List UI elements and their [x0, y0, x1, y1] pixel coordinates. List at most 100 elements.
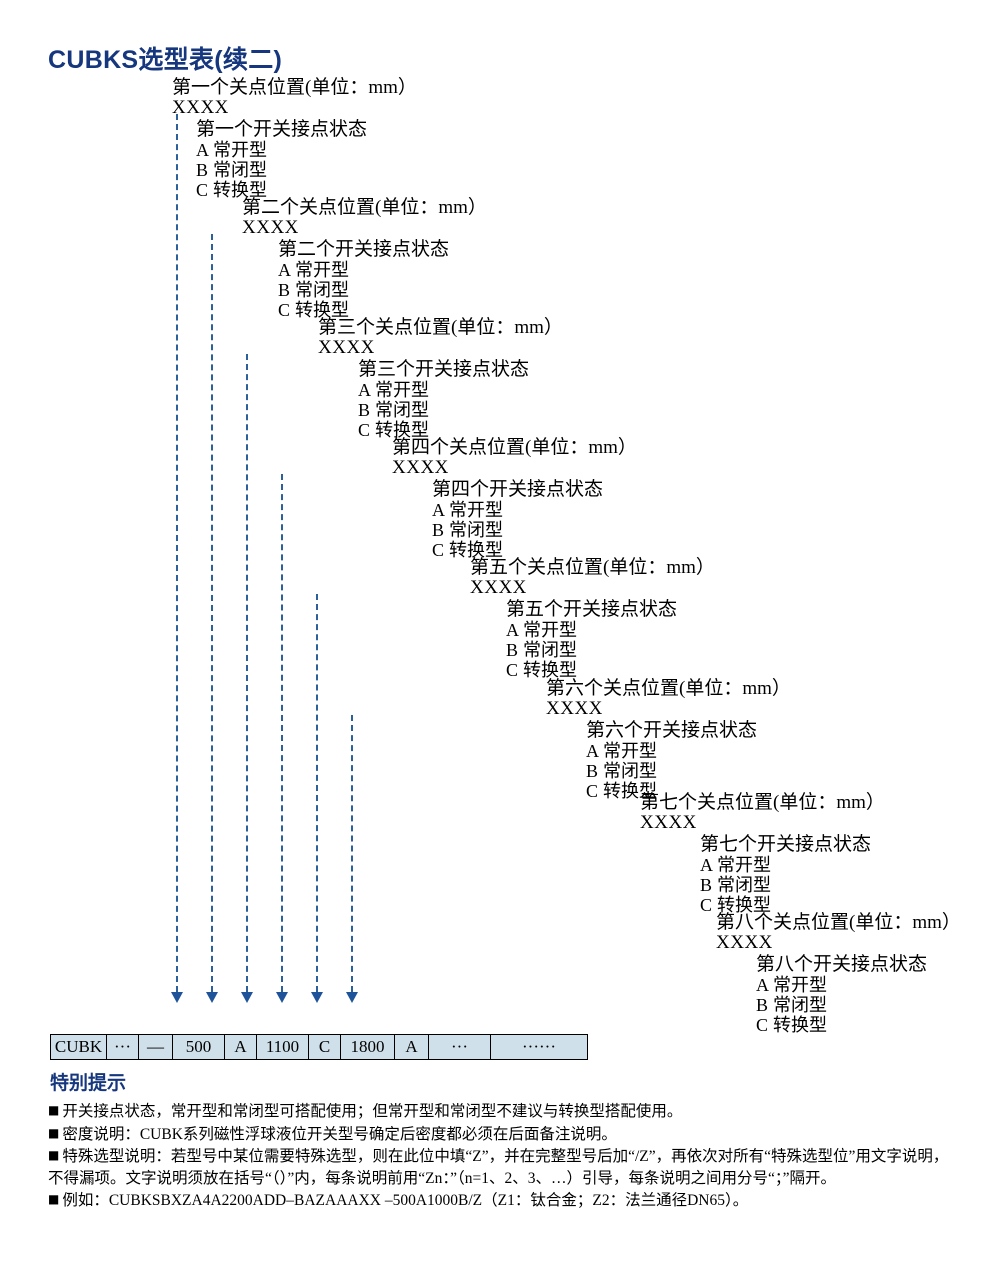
- tree-position-placeholder: XXXX: [392, 457, 449, 478]
- tree-option-code: A: [756, 975, 769, 995]
- page-title: CUBKS选型表(续二): [48, 46, 283, 74]
- tree-connector-arrow: [171, 992, 183, 1003]
- tree-option-code: B: [700, 875, 713, 895]
- code-table-cell: CUBK: [51, 1035, 107, 1059]
- tree-option-label: 常闭型: [449, 520, 503, 540]
- tree-position-placeholder: XXXX: [716, 932, 773, 953]
- tree-position-placeholder: XXXX: [242, 217, 299, 238]
- tree-option-code: A: [278, 260, 291, 280]
- tree-state-label: 第三个开关接点状态: [358, 359, 530, 380]
- tree-option-code: A: [196, 140, 209, 160]
- tree-position-placeholder: XXXX: [470, 577, 527, 598]
- tree-option-code: B: [278, 280, 291, 300]
- note-text: 开关接点状态，常开型和常闭型可搭配使用；但常开型和常闭型不建议与转换型搭配使用。: [62, 1103, 683, 1120]
- code-table-cell: ···: [107, 1035, 139, 1059]
- tree-option-label: 常开型: [295, 260, 349, 280]
- tree-position-label: 第五个关点位置(单位：mm）: [470, 557, 715, 578]
- tree-position-placeholder: XXXX: [640, 812, 697, 833]
- code-table-cell: ······: [491, 1035, 587, 1059]
- tree-state-label: 第一个开关接点状态: [196, 119, 368, 140]
- tree-connector-arrow: [206, 992, 218, 1003]
- tree-option-label: 常开型: [773, 975, 827, 995]
- tree-option-label: 常闭型: [213, 160, 267, 180]
- tree-option-label: 常开型: [375, 380, 429, 400]
- tree-connector-line: [246, 354, 248, 992]
- tree-option-code: C: [196, 180, 209, 200]
- tree-connector-arrow: [346, 992, 358, 1003]
- tree-option-label: 常闭型: [603, 761, 657, 781]
- tree-option-label: 转换型: [295, 300, 349, 320]
- tree-connector-line: [176, 114, 178, 992]
- note-item: ■密度说明：CUBK系列磁性浮球液位开关型号确定后密度都必须在后面备注说明。: [48, 1123, 960, 1146]
- tree-position-label: 第一个关点位置(单位：mm）: [172, 77, 417, 98]
- tree-state-label: 第八个开关接点状态: [756, 954, 928, 975]
- tree-option-code: B: [586, 761, 599, 781]
- code-table-cell: A: [395, 1035, 429, 1059]
- tree-option-code: A: [586, 741, 599, 761]
- tree-option-code: A: [432, 500, 445, 520]
- tree-option-label: 常开型: [213, 140, 267, 160]
- tree-position-label: 第八个关点位置(单位：mm）: [716, 912, 961, 933]
- tree-connector-arrow: [276, 992, 288, 1003]
- code-table-cell: A: [225, 1035, 257, 1059]
- tree-option-code: A: [358, 380, 371, 400]
- tree-option-label: 转换型: [213, 180, 267, 200]
- code-table-cell: ···: [429, 1035, 491, 1059]
- tree-position-placeholder: XXXX: [546, 698, 603, 719]
- tree-position-label: 第二个关点位置(单位：mm）: [242, 197, 487, 218]
- tree-position-label: 第三个关点位置(单位：mm）: [318, 317, 563, 338]
- code-table-cell: 1800: [341, 1035, 395, 1059]
- tree-option-label: 转换型: [773, 1015, 827, 1035]
- tree-connector-line: [351, 715, 353, 992]
- tree-position-placeholder: XXXX: [318, 337, 375, 358]
- tree-option-label: 常闭型: [295, 280, 349, 300]
- tree-option-code: B: [358, 400, 371, 420]
- tree-option-code: A: [506, 620, 519, 640]
- tree-option-label: 常开型: [717, 855, 771, 875]
- tree-option-label: 转换型: [375, 420, 429, 440]
- code-table-cell: —: [139, 1035, 173, 1059]
- tree-option-label: 常闭型: [523, 640, 577, 660]
- note-text: 密度说明：CUBK系列磁性浮球液位开关型号确定后密度都必须在后面备注说明。: [62, 1125, 617, 1143]
- tree-option-label: 转换型: [449, 540, 503, 560]
- tree-state-label: 第二个开关接点状态: [278, 239, 450, 260]
- tree-option-label: 常闭型: [375, 400, 429, 420]
- code-table-cell: C: [309, 1035, 341, 1059]
- tree-option-code: C: [756, 1015, 769, 1035]
- tree-option-code: C: [506, 660, 519, 680]
- tree-connector-line: [281, 474, 283, 992]
- tree-option-label: 转换型: [523, 660, 577, 680]
- note-item: ■例如：CUBKSBXZA4A2200ADD–BAZAAAXX –500A100…: [48, 1189, 960, 1212]
- note-item: ■开关接点状态，常开型和常闭型可搭配使用；但常开型和常闭型不建议与转换型搭配使用…: [48, 1100, 960, 1123]
- tree-connector-arrow: [311, 992, 323, 1003]
- note-bullet-icon: ■: [48, 1192, 60, 1206]
- tree-option-code: B: [432, 520, 445, 540]
- tree-option-label: 常开型: [449, 500, 503, 520]
- tree-connector-line: [316, 594, 318, 992]
- tree-option-label: 转换型: [603, 781, 657, 801]
